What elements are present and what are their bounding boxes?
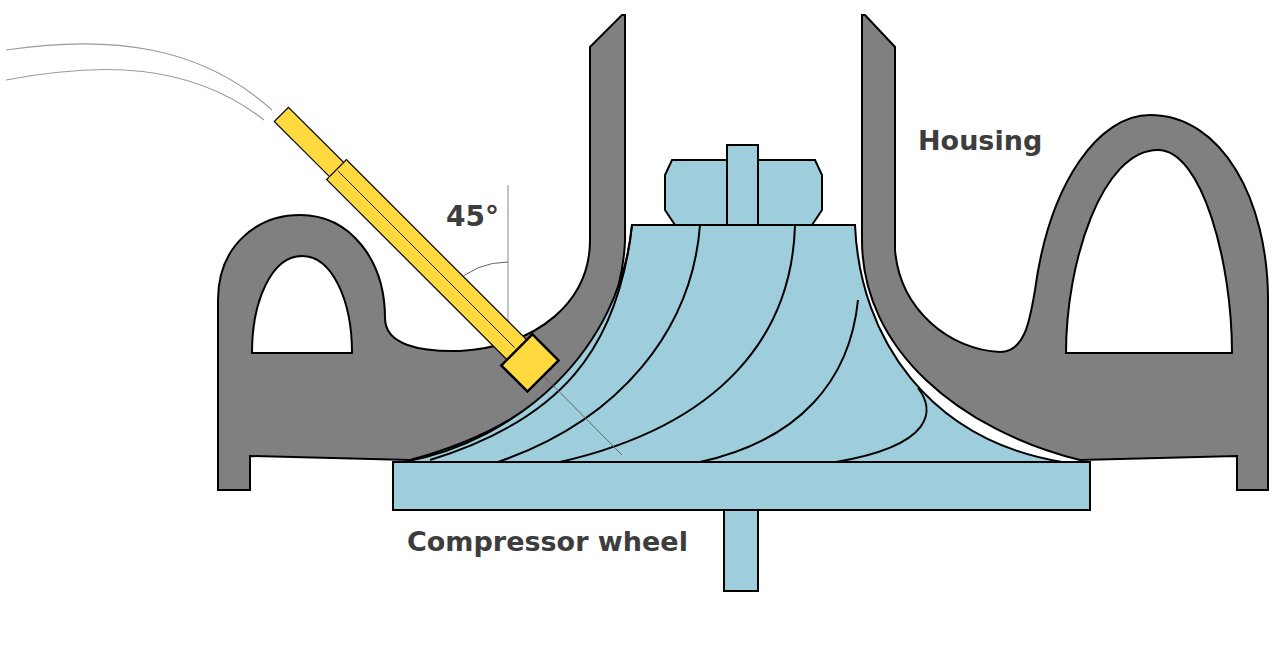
sensor-axis [338, 171, 515, 348]
part-label: 45° [446, 202, 499, 233]
sensor-body [274, 107, 345, 178]
sensor-body [327, 160, 529, 362]
shaft-end [727, 145, 758, 225]
sensor-cable [6, 69, 264, 120]
blade [700, 300, 858, 462]
blade [498, 225, 700, 462]
blade [430, 225, 632, 460]
volute-channel [252, 256, 352, 353]
part-label: Compressor wheel [407, 527, 688, 557]
shaft [724, 505, 758, 591]
volute-channel [1066, 150, 1232, 353]
sensor [266, 99, 559, 392]
sensor-cable [6, 44, 272, 110]
part-label: Housing [918, 126, 1042, 156]
blade [836, 388, 927, 462]
sensor-tip [501, 334, 558, 391]
wheel-backplate [393, 462, 1090, 510]
